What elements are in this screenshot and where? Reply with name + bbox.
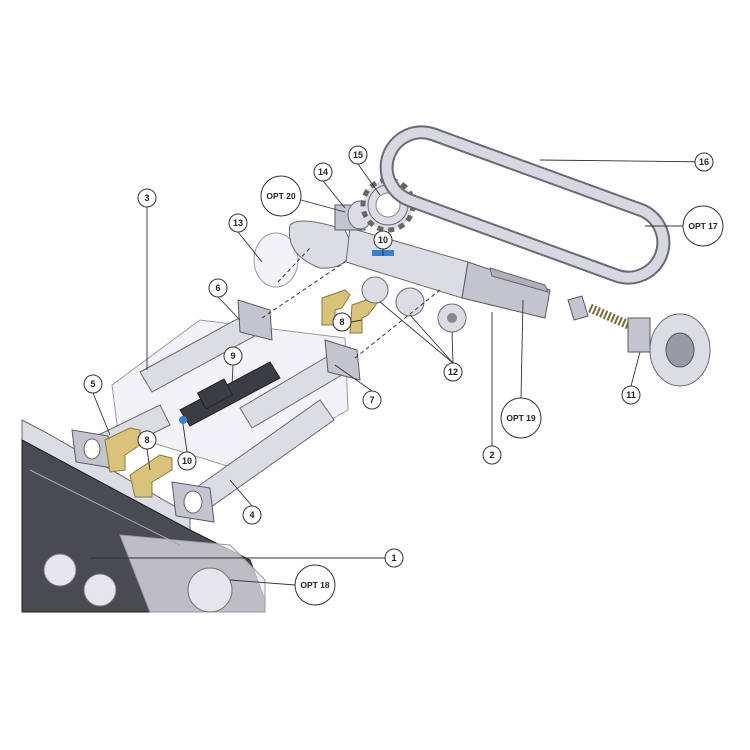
svg-text:7: 7: [369, 395, 374, 405]
svg-text:10: 10: [182, 456, 192, 466]
svg-text:14: 14: [318, 167, 328, 177]
part-cover: [253, 232, 299, 288]
callout-1: 1: [384, 548, 404, 568]
callout-16: 16: [694, 152, 714, 172]
part-track: [379, 125, 671, 285]
svg-text:16: 16: [699, 157, 709, 167]
svg-text:OPT 17: OPT 17: [688, 221, 718, 231]
svg-text:4: 4: [249, 510, 254, 520]
svg-text:OPT 19: OPT 19: [506, 413, 536, 423]
callout-2: 2: [482, 445, 502, 465]
svg-text:13: 13: [233, 218, 243, 228]
svg-text:9: 9: [230, 351, 235, 361]
callout-5: 5: [83, 374, 103, 394]
svg-text:2: 2: [489, 450, 494, 460]
callout-15: 15: [348, 145, 368, 165]
part-actuator: [179, 361, 281, 427]
callout-6: 6: [208, 278, 228, 298]
part-tube-6: [139, 299, 273, 393]
part-rollers: [361, 276, 467, 333]
callout-4: 4: [242, 505, 262, 525]
callout-opt-19: OPT 19: [500, 397, 542, 439]
svg-text:12: 12: [448, 367, 458, 377]
callout-opt-20: OPT 20: [260, 175, 302, 217]
svg-text:15: 15: [353, 150, 363, 160]
callout-10-lower: 10: [177, 451, 197, 471]
callout-7: 7: [362, 390, 382, 410]
callout-14: 14: [313, 162, 333, 182]
callout-13: 13: [228, 213, 248, 233]
svg-text:6: 6: [215, 283, 220, 293]
svg-text:OPT 18: OPT 18: [300, 580, 330, 590]
callout-12: 12: [443, 362, 463, 382]
assembly-guides: [261, 247, 441, 359]
svg-text:8: 8: [339, 317, 344, 327]
leader-lines: [90, 159, 714, 586]
callout-8-upper: 8: [332, 312, 352, 332]
callout-opt-18: OPT 18: [294, 564, 336, 606]
part-idler: [567, 295, 711, 387]
svg-text:5: 5: [90, 379, 95, 389]
svg-text:10: 10: [378, 235, 388, 245]
svg-text:3: 3: [144, 193, 149, 203]
callout-9: 9: [223, 346, 243, 366]
part-tube-7: [239, 339, 361, 429]
callout-opt-17: OPT 17: [682, 205, 724, 247]
svg-text:11: 11: [626, 390, 636, 400]
part-plates-upper: [321, 289, 379, 334]
callout-8-lower: 8: [137, 430, 157, 450]
part-hub: [334, 200, 373, 231]
svg-text:OPT 20: OPT 20: [266, 191, 296, 201]
callout-10-upper: 10: [373, 230, 393, 250]
callout-11: 11: [621, 385, 641, 405]
part-tube-4: [171, 399, 335, 523]
callout-3: 3: [137, 188, 157, 208]
part-chassis: [21, 419, 266, 613]
part-plates-lower: [104, 427, 173, 498]
svg-text:1: 1: [391, 553, 396, 563]
svg-text:8: 8: [144, 435, 149, 445]
